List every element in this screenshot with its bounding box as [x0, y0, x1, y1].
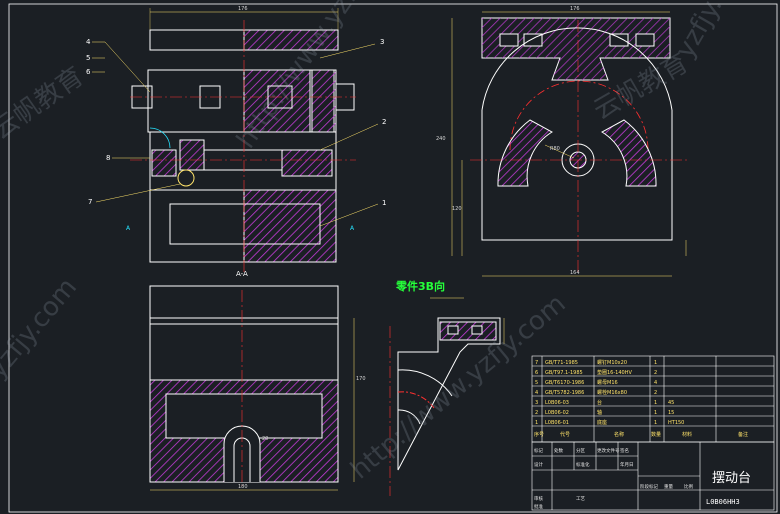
sheet-border — [8, 3, 778, 513]
bom-header-code: 代号 — [560, 431, 570, 438]
bom-code: GB/T71-1985 — [545, 360, 578, 366]
bom-qty: 2 — [654, 390, 657, 396]
bom-no: 5 — [535, 380, 538, 386]
bom-code: GB/T6170-1986 — [545, 380, 584, 386]
bom-no: 3 — [535, 400, 538, 406]
section-aa-bottom-dimension: 180 — [238, 484, 248, 490]
balloon-7: 7 — [88, 198, 92, 206]
bom-header-name: 名称 — [614, 431, 624, 438]
section-aa-view — [149, 285, 355, 491]
balloon-3: 3 — [380, 38, 384, 46]
title-label-count: 处数 — [554, 447, 563, 454]
title-label-process: 工艺 — [576, 496, 585, 502]
title-label-approve: 批准 — [534, 503, 543, 510]
bom-name: 螺栓M16x80 — [597, 389, 627, 396]
section-mark-a-right: A — [350, 225, 355, 232]
title-label-scale: 比例 — [684, 483, 693, 490]
bom-no: 1 — [535, 420, 538, 426]
watermark-text: 云帆教育 — [589, 48, 694, 126]
bom-code: L0B06-02 — [545, 410, 569, 416]
bom-no: 4 — [535, 390, 538, 396]
drawing-number: L0B06HH3 — [706, 498, 740, 506]
title-block — [531, 441, 775, 511]
bom-table — [531, 355, 775, 443]
section-aa-title: A-A — [236, 270, 248, 278]
front-view — [130, 8, 356, 272]
bom-code: GB/T5782-1986 — [545, 390, 584, 396]
title-label-weight: 重量 — [664, 483, 673, 490]
bom-mat: 15 — [668, 410, 674, 416]
section-aa-small-dimension: 20 — [262, 436, 268, 442]
bom-name: 螺母M16 — [597, 379, 618, 386]
bom-name: 螺钉M10x20 — [597, 359, 627, 366]
title-label-zone: 分区 — [576, 447, 585, 454]
bom-no: 6 — [535, 370, 538, 376]
title-label-standard: 标准化 — [576, 461, 590, 468]
balloon-leaders — [92, 41, 379, 227]
bom-qty: 4 — [654, 380, 657, 386]
bom-qty: 1 — [654, 420, 657, 426]
watermark-text: yzfjy.com — [0, 273, 83, 385]
title-label-change-doc: 更改文件号 — [597, 447, 620, 454]
bom-header-mat: 材料 — [682, 431, 692, 438]
watermark-layer: http://www.yzfjy.com http://www.yzfjy.co… — [0, 0, 757, 485]
bom-no: 7 — [535, 360, 538, 366]
balloon-6: 6 — [86, 68, 91, 76]
bom-header-qty: 数量 — [651, 431, 661, 438]
balloon-5: 5 — [86, 54, 90, 62]
bom-name: 垫圈16-140HV — [597, 369, 632, 376]
side-inner-height-dimension: 120 — [452, 206, 462, 212]
balloon-1: 1 — [382, 199, 386, 207]
bom-header-no: 序号 — [534, 431, 544, 438]
side-radius-dimension: R80 — [550, 146, 560, 152]
watermark-text: yzfjy.com — [670, 0, 756, 64]
front-top-dimension: 176 — [238, 6, 248, 12]
section-aa-right-dimension: 170 — [356, 376, 366, 382]
bom-header-remark: 备注 — [738, 431, 748, 438]
bom-rows: 7 GB/T71-1985 螺钉M10x20 1 6 GB/T97.1-1985… — [534, 359, 748, 438]
section-mark-a-left: A — [126, 225, 131, 232]
side-height-dimension: 240 — [436, 136, 446, 142]
side-view — [451, 11, 690, 277]
bom-no: 2 — [535, 410, 538, 416]
view-b-title: 零件3B向 — [395, 279, 445, 293]
title-label-design: 设计 — [534, 461, 543, 468]
title-label-stage: 阶段标记 — [640, 483, 658, 490]
bom-mat: 45 — [668, 400, 674, 406]
bom-qty: 1 — [654, 400, 657, 406]
bom-name: 底座 — [597, 419, 607, 426]
title-label-mark: 标记 — [534, 447, 543, 454]
bom-code: L0B06-01 — [545, 420, 569, 426]
drawing-title: 摆动台 — [712, 471, 751, 486]
bom-name: 轴 — [597, 409, 602, 416]
balloon-8: 8 — [106, 154, 110, 162]
view-b-drawing — [389, 297, 505, 496]
title-label-sign: 签名 — [620, 447, 629, 454]
bom-name: 台 — [597, 399, 602, 406]
bom-qty: 1 — [654, 360, 657, 366]
balloon-4: 4 — [86, 38, 91, 46]
side-top-dimension: 176 — [570, 6, 580, 12]
title-label-review: 审核 — [534, 495, 543, 502]
bom-qty: 2 — [654, 370, 657, 376]
watermark-text: 云帆教育 — [0, 61, 89, 145]
balloon-2: 2 — [382, 118, 386, 126]
bom-mat: HT150 — [668, 420, 684, 426]
side-bottom-dimension: 164 — [570, 270, 580, 276]
bom-code: GB/T97.1-1985 — [545, 370, 583, 376]
bom-code: L0B06-03 — [545, 400, 569, 406]
title-label-date: 年月日 — [620, 461, 634, 468]
bom-qty: 1 — [654, 410, 657, 416]
